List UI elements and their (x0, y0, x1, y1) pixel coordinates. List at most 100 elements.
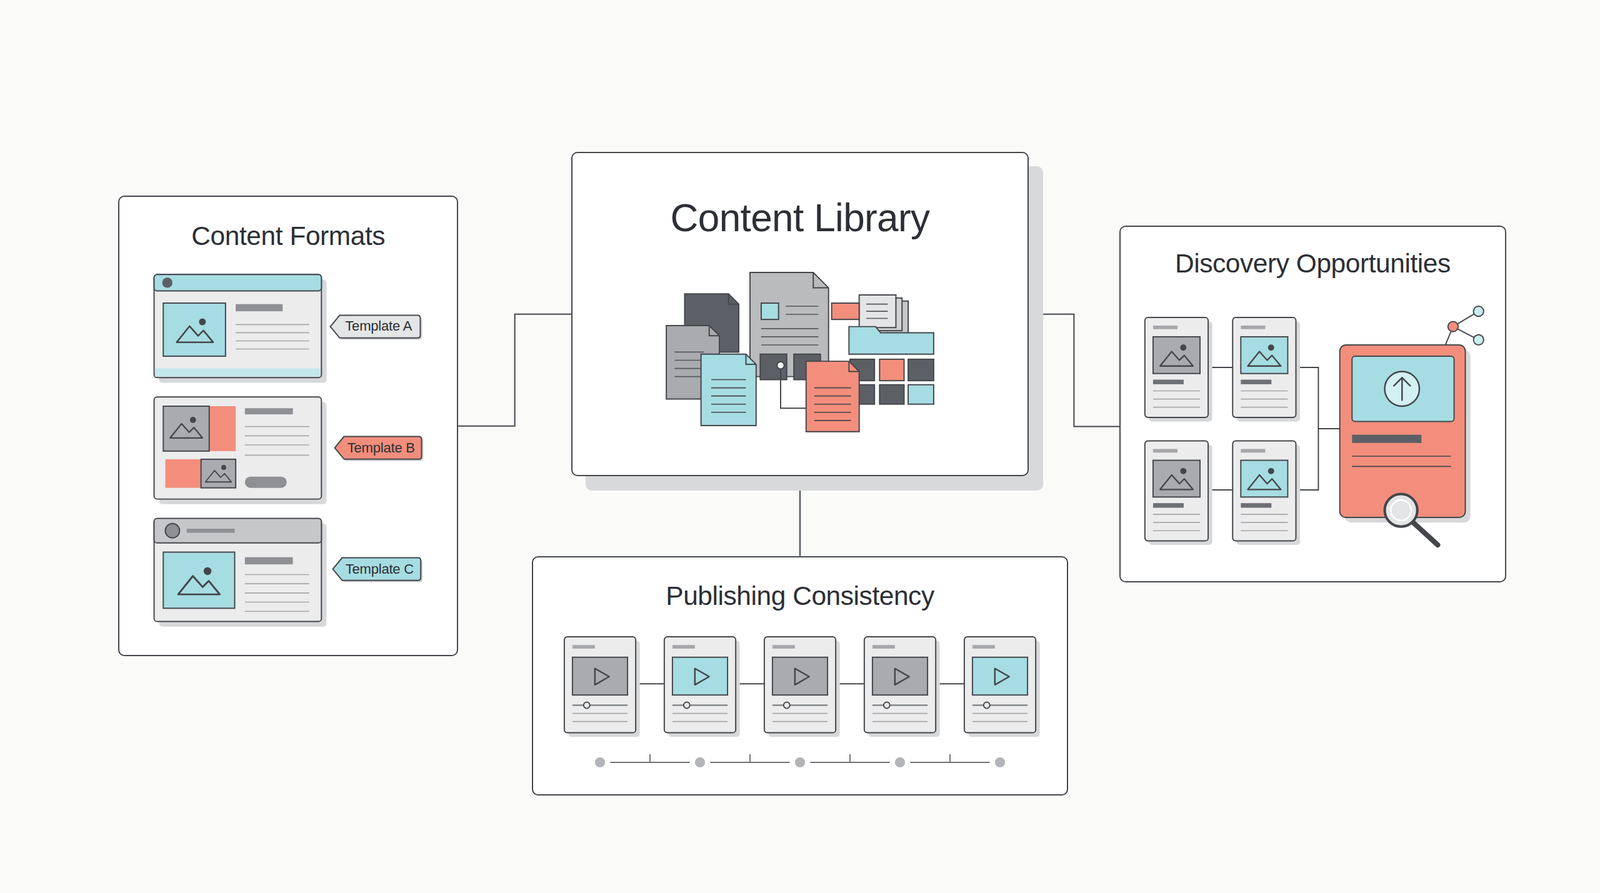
text-line (245, 583, 310, 585)
share-line (1453, 326, 1479, 340)
video-card (764, 636, 840, 737)
featured-panel (1340, 345, 1466, 518)
timeline-tick (849, 754, 851, 763)
card-footer (155, 368, 320, 377)
text-line (814, 411, 852, 414)
timeline-tick (649, 754, 651, 763)
text-line (674, 360, 704, 362)
tile (760, 354, 787, 380)
text-line (761, 328, 819, 330)
link-wire (635, 683, 665, 685)
text-line (1351, 455, 1451, 457)
text-line (674, 351, 704, 354)
card-bar (245, 557, 294, 565)
accent-block (831, 303, 860, 320)
text-line (235, 324, 310, 326)
header-dot (162, 277, 173, 288)
document-icon (701, 354, 757, 426)
card-shadow (159, 279, 327, 383)
image-icon (170, 416, 203, 439)
page-fold (745, 354, 756, 365)
button-pill (245, 476, 287, 489)
text-line (866, 310, 888, 312)
share-node (1473, 306, 1484, 317)
text-line (235, 340, 310, 342)
content-card (1145, 441, 1213, 546)
tile (908, 359, 934, 381)
text-line (711, 395, 747, 397)
timeline-dot (795, 757, 805, 768)
upload-circle (1385, 371, 1420, 407)
connector-line (458, 314, 572, 427)
text-line (245, 435, 310, 437)
card-bar (235, 304, 283, 312)
tile (793, 354, 820, 380)
text-line (1351, 466, 1451, 468)
card-header (154, 518, 322, 544)
text-line (814, 387, 852, 389)
box-title: Publishing Consistency (533, 557, 1068, 613)
image-icon (178, 567, 220, 595)
link-wire (1208, 366, 1233, 369)
page-fold (709, 325, 720, 336)
text-line (814, 420, 852, 422)
text-line (814, 403, 852, 405)
magnifier-handle (1413, 522, 1438, 545)
text-line (711, 411, 747, 414)
share-node (1448, 321, 1459, 332)
timeline-tick (949, 754, 951, 763)
timeline-dot (595, 757, 605, 768)
card-image (201, 459, 237, 489)
header-line (186, 528, 235, 534)
link-wire (780, 368, 807, 409)
card-image (163, 406, 209, 452)
group-box: Publishing Consistency (531, 556, 1069, 797)
panel-image (1351, 356, 1454, 422)
text-line (711, 379, 747, 381)
document-icon (806, 361, 860, 432)
text-line (814, 395, 852, 397)
box-title: Discovery Opportunities (1120, 226, 1505, 280)
timeline (910, 761, 990, 764)
panel-bar (1351, 435, 1422, 444)
tag-label: Template C (331, 556, 422, 582)
panel-shadow (1345, 350, 1471, 523)
video-card (964, 636, 1040, 737)
link-wire (735, 683, 765, 685)
card-image (163, 552, 235, 609)
connector-line (1028, 314, 1120, 427)
template-card (154, 274, 322, 378)
link-wire (935, 683, 965, 685)
text-line (245, 426, 310, 428)
share-line (1445, 326, 1454, 347)
page-stack (859, 295, 897, 328)
thumbnail (761, 303, 779, 320)
page-fold (813, 272, 829, 288)
tag-label: Template A (329, 314, 422, 339)
text-line (235, 332, 310, 334)
page-stack (865, 298, 902, 331)
link-dot (776, 361, 784, 369)
template-card (154, 518, 322, 622)
text-line (674, 368, 704, 370)
tile (850, 359, 875, 381)
document-icon (685, 293, 740, 352)
card-bar (245, 408, 294, 415)
header-avatar (165, 523, 180, 539)
content-card (1145, 317, 1213, 422)
timeline (610, 761, 690, 764)
video-card (864, 636, 940, 737)
text-line (866, 318, 888, 320)
content-card (1232, 441, 1300, 546)
card-shadow (159, 523, 327, 627)
link-wire (835, 683, 865, 685)
page-fold (728, 293, 739, 304)
folder-icon (848, 326, 934, 355)
template-tag: Template B (333, 435, 423, 460)
tile (850, 385, 875, 405)
text-line (245, 574, 310, 576)
text-line (761, 344, 819, 346)
text-line (245, 455, 310, 457)
